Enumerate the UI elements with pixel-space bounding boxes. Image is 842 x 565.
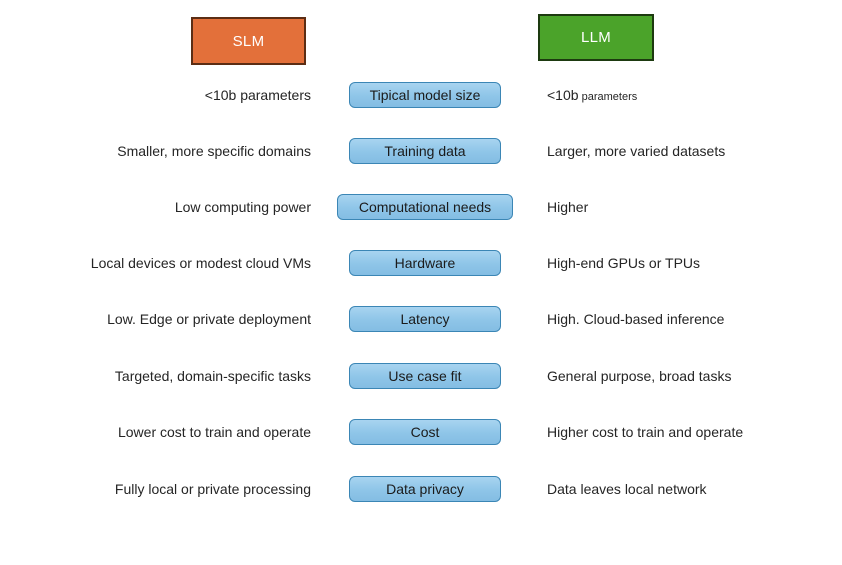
llm-value: Higher	[547, 199, 589, 215]
slm-value: <10b parameters	[204, 87, 311, 103]
llm-value-small: parameters	[578, 91, 638, 103]
attribute-pill: Cost	[349, 419, 501, 445]
slm-value: Lower cost to train and operate	[117, 424, 311, 440]
attribute-pill-cell: Training data	[311, 138, 539, 164]
comparison-row: Targeted, domain-specific tasks Use case…	[0, 361, 842, 391]
comparison-row: <10b parameters Tipical model size <10b …	[0, 80, 842, 110]
slm-header-box: SLM	[191, 17, 306, 65]
attribute-pill-cell: Cost	[311, 419, 539, 445]
attribute-pill: Tipical model size	[349, 82, 501, 108]
attribute-pill: Hardware	[349, 250, 501, 276]
comparison-row: Low computing power Computational needs …	[0, 192, 842, 222]
attribute-pill-cell: Tipical model size	[311, 82, 539, 108]
attribute-pill-cell: Data privacy	[311, 476, 539, 502]
slm-value: Targeted, domain-specific tasks	[114, 368, 311, 384]
slm-value: Low. Edge or private deployment	[107, 311, 311, 327]
llm-value: Data leaves local network	[547, 481, 707, 497]
comparison-row: Smaller, more specific domains Training …	[0, 136, 842, 166]
comparison-row: Local devices or modest cloud VMs Hardwa…	[0, 248, 842, 278]
attribute-pill-cell: Hardware	[311, 250, 539, 276]
attribute-pill-cell: Use case fit	[311, 363, 539, 389]
comparison-row: Low. Edge or private deployment Latency …	[0, 304, 842, 334]
comparison-row: Lower cost to train and operate Cost Hig…	[0, 417, 842, 447]
attribute-pill: Data privacy	[349, 476, 501, 502]
attribute-pill: Latency	[349, 306, 501, 332]
slm-value: Fully local or private processing	[114, 481, 311, 497]
slm-header-label: SLM	[232, 32, 265, 50]
llm-value: Larger, more varied datasets	[547, 143, 726, 159]
attribute-pill: Training data	[349, 138, 501, 164]
llm-value: Higher cost to train and operate	[547, 424, 744, 440]
llm-value: General purpose, broad tasks	[547, 368, 732, 384]
llm-value: High-end GPUs or TPUs	[547, 255, 701, 271]
slm-value: Local devices or modest cloud VMs	[90, 255, 311, 271]
llm-value-main: <10b	[547, 87, 579, 103]
attribute-pill-cell: Latency	[311, 306, 539, 332]
llm-value: High. Cloud-based inference	[547, 311, 725, 327]
slm-value: Low computing power	[174, 199, 311, 215]
attribute-pill: Use case fit	[349, 363, 501, 389]
attribute-pill: Computational needs	[337, 194, 513, 220]
llm-header-box: LLM	[538, 14, 654, 61]
llm-header-label: LLM	[580, 29, 612, 46]
comparison-row: Fully local or private processing Data p…	[0, 474, 842, 504]
llm-value: <10b parameters	[539, 87, 842, 103]
slm-value: Smaller, more specific domains	[117, 143, 311, 159]
attribute-pill-cell: Computational needs	[311, 194, 539, 220]
